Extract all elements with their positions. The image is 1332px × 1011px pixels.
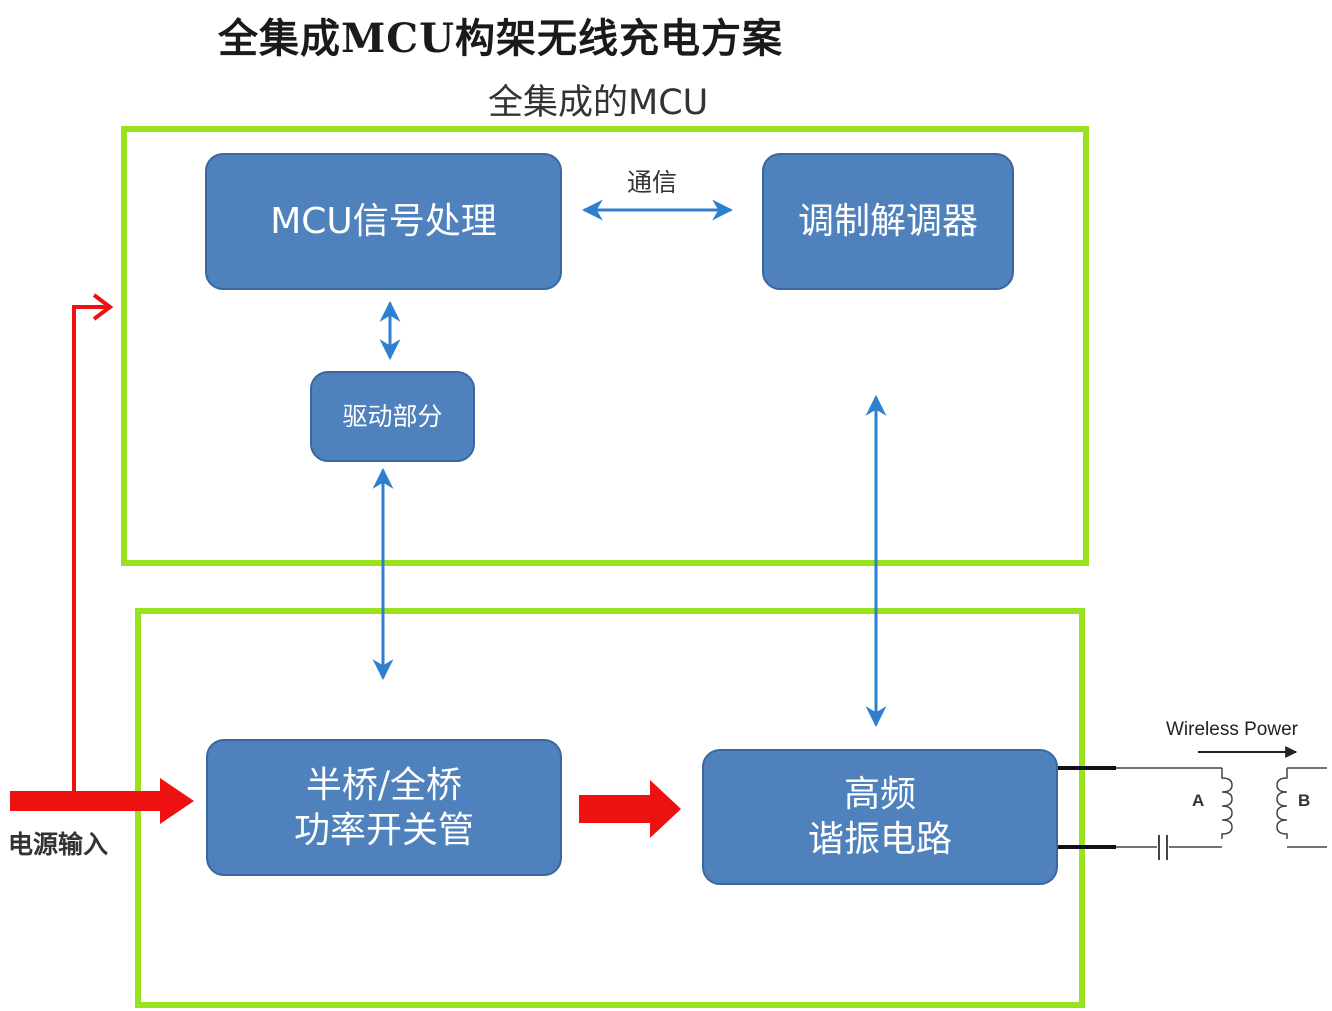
coil-a-label: A	[1192, 791, 1205, 810]
switch-label-line2: 功率开关管	[293, 809, 474, 851]
coil-b-label: B	[1298, 791, 1311, 810]
switch-label-line1: 半桥/全桥	[305, 764, 463, 806]
power-input-arrow	[10, 778, 194, 824]
wireless-power-label: Wireless Power	[1166, 719, 1298, 740]
switch-block: 半桥/全桥 功率开关管	[206, 739, 562, 876]
power-feed-head	[92, 293, 114, 321]
power-input-label: 电源输入	[8, 830, 109, 859]
modem-block: 调制解调器	[762, 153, 1014, 290]
driver-label: 驱动部分	[342, 401, 443, 431]
resonant-block: 高频 谐振电路	[702, 749, 1058, 885]
integrated-mcu-frame	[121, 126, 1089, 566]
mcu-signal-label: MCU信号处理	[270, 201, 497, 242]
power-feed-line	[72, 305, 108, 793]
coil-a	[1221, 768, 1233, 839]
mcu-signal-block: MCU信号处理	[205, 153, 562, 290]
coil-b	[1276, 768, 1288, 839]
mcu-group-title: 全集成的MCU	[488, 83, 709, 123]
driver-block: 驱动部分	[310, 371, 475, 462]
diagram-title: 全集成MCU构架无线充电方案	[218, 15, 783, 62]
resonant-label-line2: 谐振电路	[807, 819, 952, 860]
modem-label: 调制解调器	[797, 201, 978, 242]
comm-label: 通信	[627, 168, 678, 197]
power-transfer-arrow	[579, 780, 681, 838]
resonant-label-line1: 高频	[843, 774, 916, 815]
